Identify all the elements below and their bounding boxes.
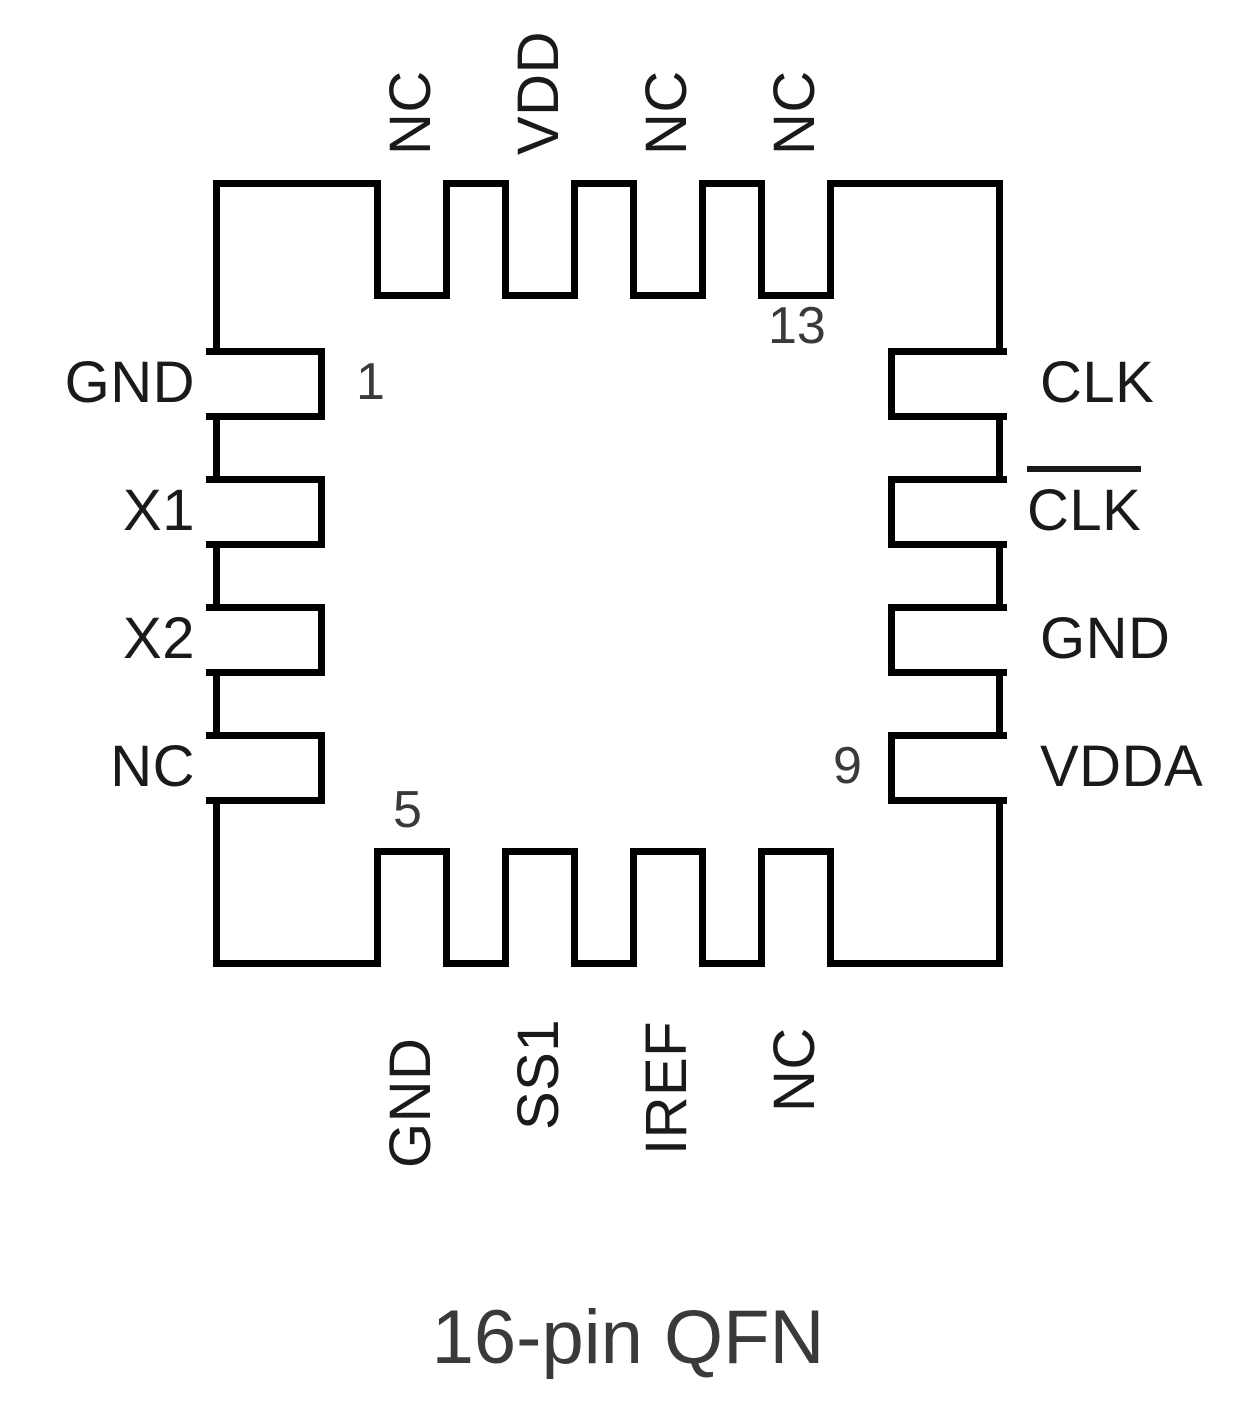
pin-number-13: 13 — [768, 297, 826, 355]
pin-label-right-2-text: CLK — [1027, 478, 1142, 543]
pin-pad-bottom-4 — [758, 848, 834, 967]
pin-pad-right-2 — [888, 476, 1007, 548]
pin-label-left-3: X2 — [123, 606, 195, 671]
pin-label-bottom-4: NC — [762, 1027, 827, 1112]
pin-number-9: 9 — [833, 737, 862, 795]
pin-pad-right-3 — [888, 604, 1007, 676]
pin-label-right-1: CLK — [1040, 350, 1155, 415]
pin-pad-left-4 — [206, 732, 325, 804]
diagram-caption: 16-pin QFN — [431, 1295, 825, 1380]
pin-label-bottom-1: GND — [378, 1037, 443, 1168]
pin-number-5: 5 — [393, 781, 422, 839]
pin-pad-top-1 — [374, 180, 450, 299]
pin-pad-top-3 — [630, 180, 706, 299]
pin-label-top-1: NC — [378, 70, 443, 155]
pin-pad-top-4 — [758, 180, 834, 299]
pin-pad-right-4 — [888, 732, 1007, 804]
package-body-outline — [213, 180, 1003, 967]
pin-pad-left-1 — [206, 348, 325, 420]
pin-label-top-2: VDD — [506, 31, 571, 155]
pin-label-top-4: NC — [762, 70, 827, 155]
pin-label-top-3: NC — [634, 70, 699, 155]
pin-label-right-3: GND — [1040, 606, 1171, 671]
pin-number-1: 1 — [356, 353, 385, 411]
pin-label-left-1: GND — [64, 350, 195, 415]
pin-pad-bottom-2 — [502, 848, 578, 967]
pin-label-bottom-3: IREF — [634, 1020, 699, 1155]
clk-inverted-overbar-group: CLK — [1027, 466, 1142, 540]
pin-label-right-2: CLK — [1027, 466, 1142, 540]
pin-label-bottom-2: SS1 — [506, 1018, 571, 1130]
overbar-line — [1027, 466, 1142, 472]
pin-pad-right-1 — [888, 348, 1007, 420]
pin-pad-bottom-1 — [374, 848, 450, 967]
pin-pad-bottom-3 — [630, 848, 706, 967]
pin-pad-left-3 — [206, 604, 325, 676]
pin-label-left-2: X1 — [123, 478, 195, 543]
pin-label-right-4: VDDA — [1040, 734, 1204, 799]
pin-pad-top-2 — [502, 180, 578, 299]
pin-pad-left-2 — [206, 476, 325, 548]
pin-label-left-4: NC — [110, 734, 195, 799]
